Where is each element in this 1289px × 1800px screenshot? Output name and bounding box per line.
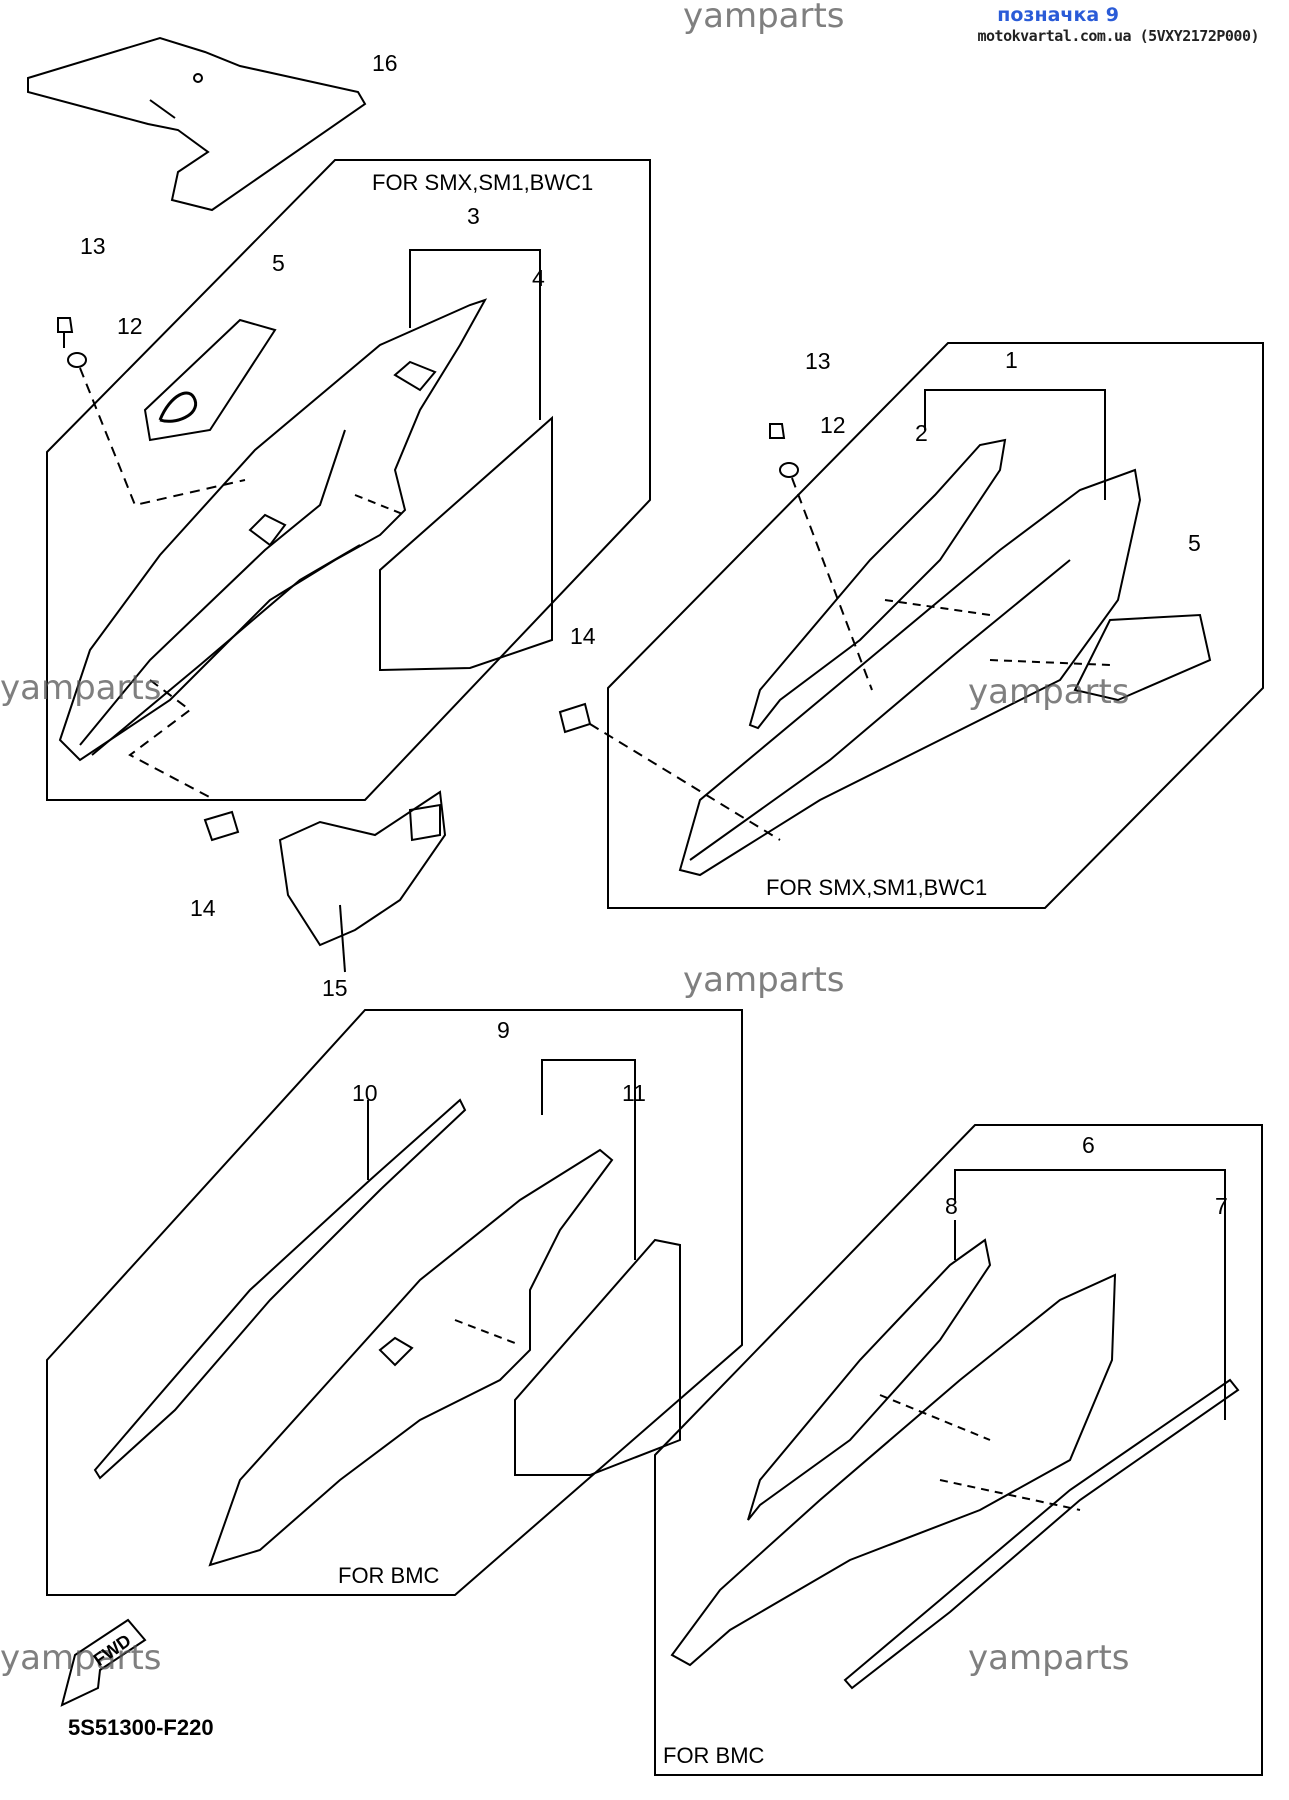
callout-16: 16 <box>372 50 398 76</box>
part-14-grommet-a <box>203 810 240 842</box>
part-13-bolt-b <box>769 423 786 439</box>
part-5-decal-a <box>143 318 277 442</box>
variant-label-top-right: FOR SMX,SM1,BWC1 <box>766 875 988 900</box>
part-4-decal <box>379 415 553 672</box>
callout-12: 12 <box>820 412 846 438</box>
callout-10: 10 <box>352 1080 378 1106</box>
variant-label-bottom-right: FOR BMC <box>663 1743 765 1768</box>
callout-5: 5 <box>1188 530 1201 556</box>
callout-1: 1 <box>1005 347 1018 373</box>
callout-6: 6 <box>1082 1132 1095 1158</box>
callout-14: 14 <box>570 623 596 649</box>
part-15-bracket <box>278 790 447 947</box>
callout-11: 11 <box>622 1080 646 1106</box>
header-source: motokvartal.com.ua (5VXY2172P000) <box>977 27 1259 45</box>
part-14-grommet-b <box>558 702 592 734</box>
frame-top-right <box>607 342 1264 909</box>
part-13-bolt-a <box>57 317 74 333</box>
part-2-decal <box>748 438 1007 730</box>
callout-7: 7 <box>1215 1193 1228 1219</box>
fwd-arrow <box>60 1618 147 1707</box>
frame-bottom-right <box>654 1124 1263 1776</box>
part-7-stripe <box>843 1378 1240 1690</box>
callout-5: 5 <box>272 250 285 276</box>
callout-3: 3 <box>467 203 480 229</box>
part-3-side-cover <box>58 298 488 762</box>
part-11-decal <box>514 1238 681 1476</box>
part-8-decal <box>747 1238 992 1521</box>
header-title: позначка 9 <box>997 4 1119 26</box>
callout-15: 15 <box>322 975 348 1001</box>
frame-top-left <box>46 159 651 801</box>
callout-13: 13 <box>805 348 831 374</box>
callout-13: 13 <box>80 233 106 259</box>
variant-label-bottom-left: FOR BMC <box>338 1563 440 1588</box>
callout-8: 8 <box>945 1193 958 1219</box>
callout-2: 2 <box>915 420 928 446</box>
variant-label-top-left: FOR SMX,SM1,BWC1 <box>372 170 594 195</box>
callout-4: 4 <box>532 265 545 291</box>
part-9-side-cover <box>208 1148 614 1567</box>
part-6-side-cover <box>670 1273 1117 1667</box>
callout-12: 12 <box>117 313 143 339</box>
part-16-pad <box>27 36 367 212</box>
callout-14: 14 <box>190 895 216 921</box>
part-10-stripe <box>93 1098 467 1480</box>
part-5-decal-b <box>1073 613 1212 702</box>
callout-9: 9 <box>497 1017 510 1043</box>
part-1-side-cover <box>678 468 1142 877</box>
part-code: 5S51300-F220 <box>68 1715 214 1740</box>
frame-bottom-left <box>46 1009 743 1596</box>
